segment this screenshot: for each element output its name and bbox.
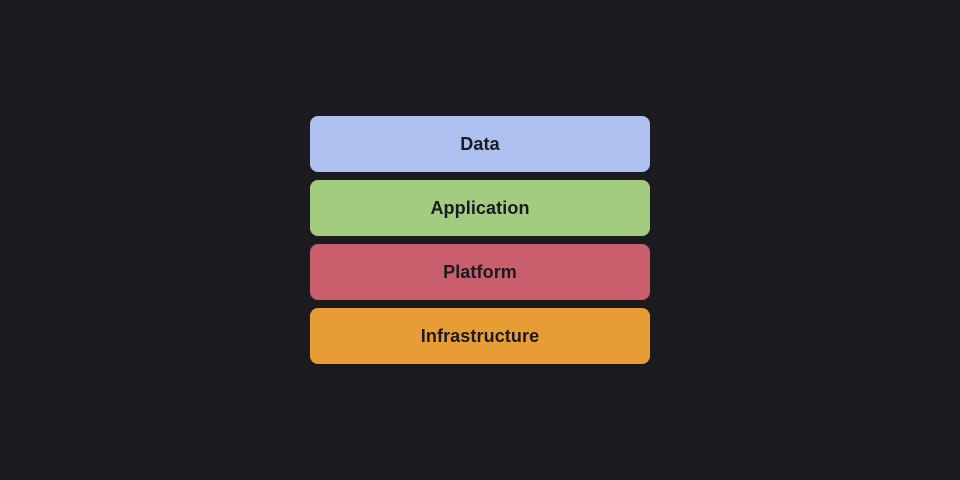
layer-box-application[interactable]: Application bbox=[310, 180, 650, 236]
layer-box-data[interactable]: Data bbox=[310, 116, 650, 172]
layer-label-platform: Platform bbox=[443, 262, 517, 282]
layer-label-application: Application bbox=[430, 198, 530, 218]
layer-box-infrastructure[interactable]: Infrastructure bbox=[310, 308, 650, 364]
layer-label-data: Data bbox=[460, 134, 500, 154]
layer-label-infrastructure: Infrastructure bbox=[420, 326, 540, 346]
layer-stack: Data Application Platform Infrastructure bbox=[310, 116, 650, 364]
layer-box-platform[interactable]: Platform bbox=[310, 244, 650, 300]
